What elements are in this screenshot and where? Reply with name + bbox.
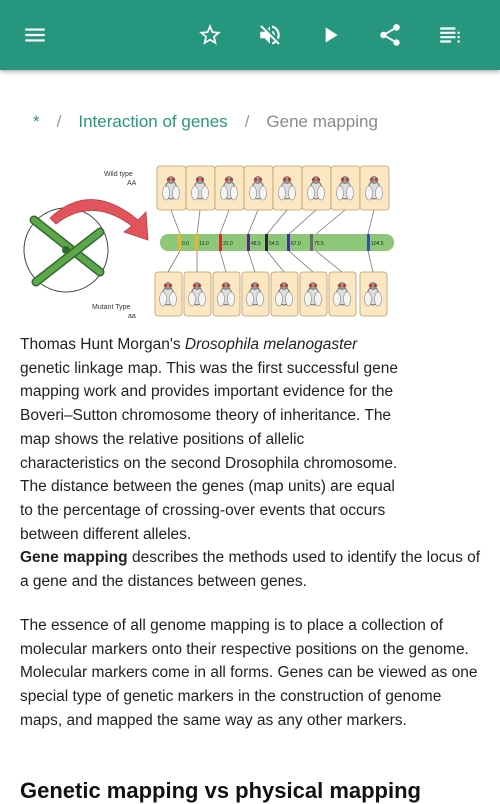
- playlist-button[interactable]: [430, 15, 470, 55]
- caption-text: genetic linkage map. This was the first …: [20, 359, 398, 543]
- star-icon: [199, 24, 221, 45]
- chromosome-cell: [23, 207, 109, 293]
- figure-caption: Thomas Hunt Morgan's Drosophila melanoga…: [20, 333, 398, 546]
- mutant-type-genotype: aa: [128, 313, 136, 320]
- map-position-label: 67.0: [291, 241, 301, 247]
- play-button[interactable]: [310, 15, 350, 55]
- article-paragraph-2: The essence of all genome mapping is to …: [20, 617, 478, 729]
- menu-button[interactable]: [15, 15, 55, 55]
- menu-icon: [25, 28, 45, 42]
- definition-text: describes the methods used to identify t…: [20, 549, 481, 591]
- caption-text: Thomas Hunt Morgan's: [20, 336, 185, 353]
- breadcrumb-home[interactable]: *: [33, 112, 40, 131]
- volume-off-icon: [260, 25, 280, 45]
- play-icon: [325, 27, 338, 43]
- article-paragraph-1: Thomas Hunt Morgan's Drosophila melanoga…: [20, 333, 482, 594]
- playlist-icon: [440, 27, 460, 43]
- breadcrumb-interaction-of-genes[interactable]: Interaction of genes: [78, 112, 228, 131]
- map-position-label: 75.5: [314, 241, 324, 247]
- share-button[interactable]: [370, 15, 410, 55]
- map-position-label: 0.0: [182, 241, 189, 247]
- section-heading: Genetic mapping vs physical mapping: [20, 778, 421, 803]
- app-bar: [0, 0, 500, 70]
- chromosome-bar: [160, 234, 394, 251]
- wild-type-label: Wild type: [104, 171, 133, 178]
- connector-lines: [167, 209, 375, 273]
- map-position-label: 31.0: [223, 241, 233, 247]
- breadcrumb-separator: /: [244, 112, 250, 131]
- gene-mapping-term: Gene mapping: [20, 549, 128, 567]
- mutant-type-flies: [154, 271, 388, 317]
- favorite-button[interactable]: [190, 15, 230, 55]
- share-icon: [380, 24, 400, 46]
- breadcrumb-current: Gene mapping: [266, 112, 378, 131]
- species-name: Drosophila melanogaster: [184, 336, 358, 353]
- map-position-label: 48.5: [251, 241, 261, 247]
- mutant-type-label: Mutant Type: [92, 304, 131, 311]
- mute-button[interactable]: [250, 15, 290, 55]
- map-position-label: 13.0: [199, 241, 209, 247]
- wild-type-flies: [156, 165, 390, 211]
- breadcrumb: * / Interaction of genes / Gene mapping: [33, 112, 378, 132]
- map-position-label: 104.5: [371, 241, 384, 247]
- linkage-map-figure: Wild type AA Mutant Type aa: [23, 165, 394, 320]
- breadcrumb-separator: /: [56, 112, 62, 131]
- map-position-label: 54.5: [269, 241, 279, 247]
- arrow-graphic: [49, 199, 149, 241]
- gene-markers: [178, 234, 370, 251]
- wild-type-genotype: AA: [127, 180, 137, 187]
